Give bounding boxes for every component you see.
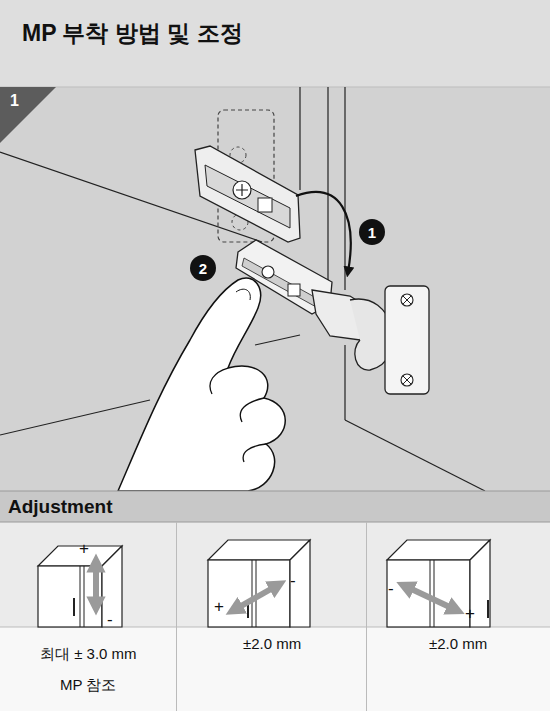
callout-number-text: 1 — [368, 224, 376, 241]
callout-number-text: 2 — [199, 260, 207, 277]
step-number-text: 1 — [10, 92, 19, 109]
dimension-label: ±2.0 mm — [243, 635, 301, 652]
plus-sign: + — [79, 539, 89, 559]
dimension-label: 최대 ± 3.0 mm — [40, 645, 137, 664]
callout-number: 2 — [190, 255, 216, 281]
section-band: Adjustment — [0, 491, 550, 522]
dimension-label: ±2.0 mm — [429, 635, 487, 652]
section-band-text: Adjustment — [8, 496, 113, 517]
minus-sign: - — [388, 579, 394, 599]
note-label: MP 참조 — [60, 676, 116, 695]
step-number: 1 — [0, 87, 56, 143]
plus-sign: + — [214, 597, 224, 617]
page-title: MP 부착 방법 및 조정 — [22, 18, 243, 49]
plus-sign: + — [465, 604, 475, 624]
minus-sign: - — [290, 571, 296, 591]
callout-number: 1 — [359, 219, 385, 245]
minus-sign: - — [107, 610, 113, 630]
